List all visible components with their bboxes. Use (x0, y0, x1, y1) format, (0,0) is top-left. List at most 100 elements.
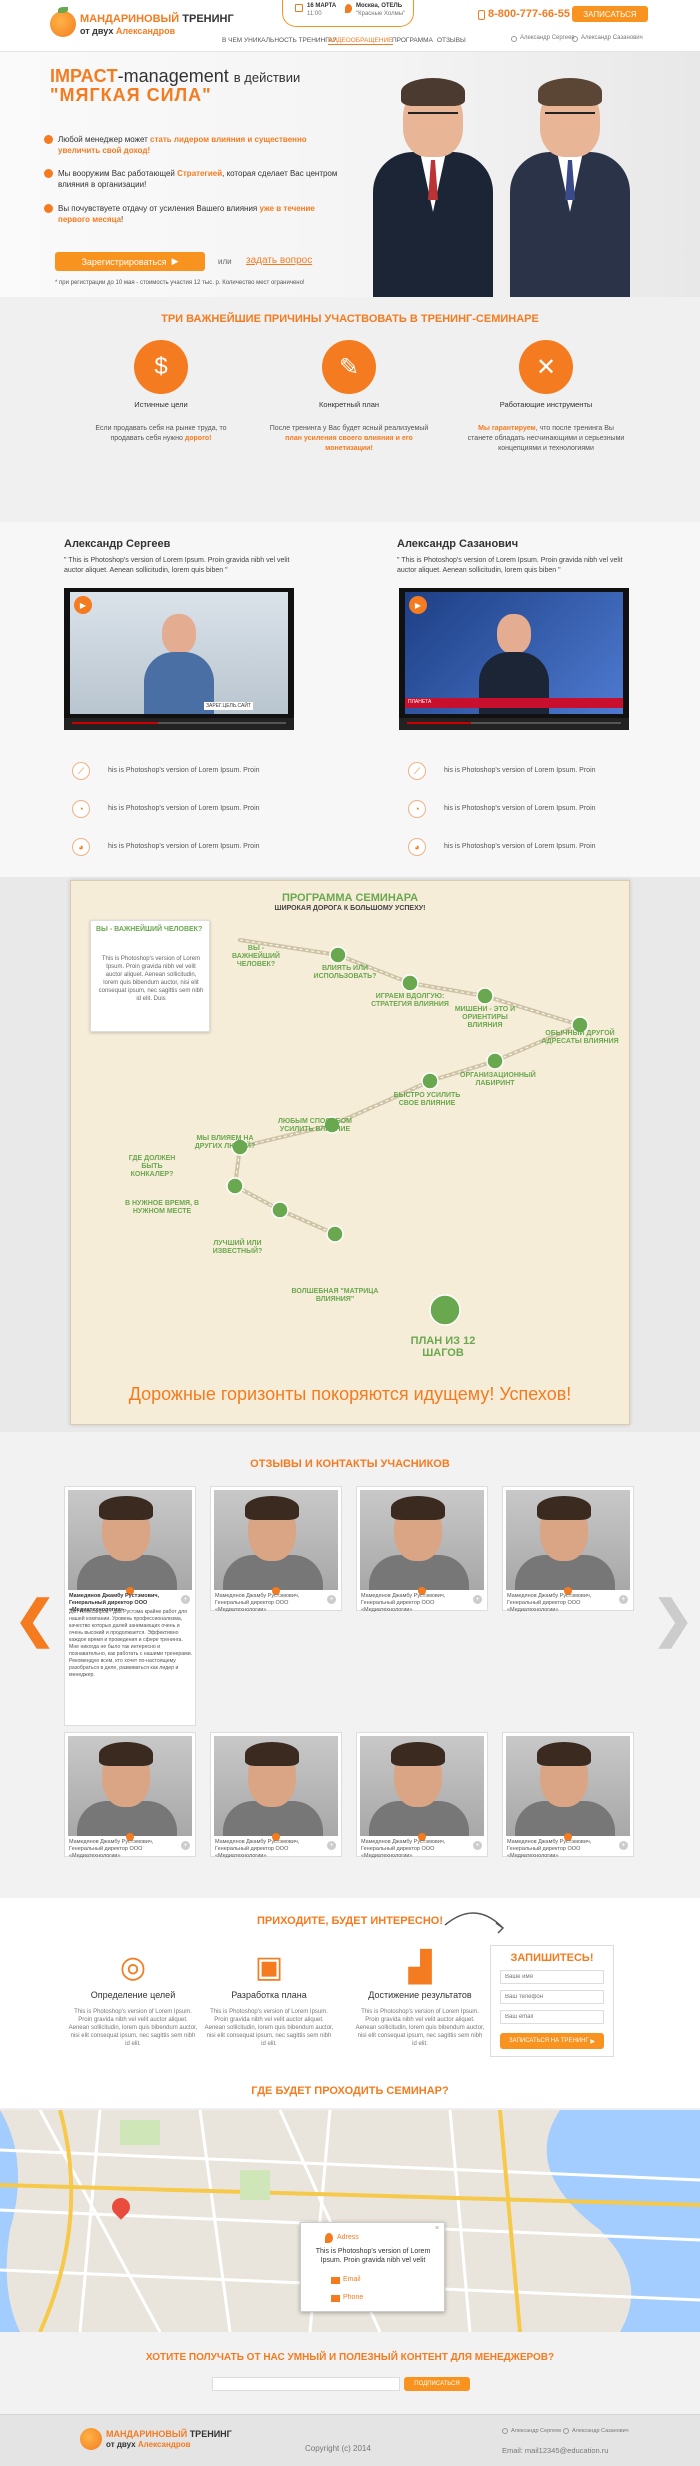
money-icon: $ (134, 340, 188, 394)
address-label: Adress (337, 2234, 359, 2241)
subscribe-email-input[interactable] (212, 2377, 400, 2391)
orange-dot-icon (126, 1833, 134, 1841)
nav-video[interactable]: ВИДЕООБРАЩЕНИЕ (328, 37, 393, 45)
nav-uniqueness[interactable]: В ЧЕМ УНИКАЛЬНОСТЬ ТРЕНИНГА? (222, 37, 337, 44)
leaf-icon (58, 7, 68, 13)
plus-icon[interactable]: + (473, 1595, 482, 1604)
program-step-1[interactable]: ВЫ - ВАЖНЕЙШИЙ ЧЕЛОВЕК? (232, 945, 280, 968)
program-step-3[interactable]: ИГРАЕМ ВДОЛГУЮ: СТРАТЕГИЯ ВЛИЯНИЯ (371, 993, 449, 1008)
review-card[interactable]: Мамедянов Джамбу Рустэмович,Генеральный … (64, 1486, 196, 1726)
program-step-13[interactable]: ВОЛШЕБНАЯ "МАТРИЦА ВЛИЯНИЯ" (291, 1288, 379, 1303)
header-speaker1[interactable]: Александр Сергеев (520, 35, 575, 41)
header-speaker2[interactable]: Александр Сазанович (581, 35, 643, 41)
email-input[interactable] (500, 2010, 604, 2024)
event-info-box: 16 МАРТА 11:00 Москва, ОТЕЛЬ "Красные Хо… (282, 0, 414, 27)
program-slogan: Дорожные горизонты покоряются идущему! У… (128, 1384, 572, 1404)
register-button[interactable]: Зарегистрироваться ▶ (55, 252, 205, 271)
subscribe-button[interactable]: подписаться (404, 2377, 470, 2391)
program-step-11[interactable]: В НУЖНОЕ ВРЕМЯ, В НУЖНОМ МЕСТЕ (124, 1200, 200, 1215)
orange-dot-icon (564, 1833, 572, 1841)
hero-title-accent: "МЯГКАЯ СИЛА" (50, 85, 212, 105)
milestone-icon (326, 1225, 344, 1243)
program-step-2[interactable]: ВЛИЯТЬ ИЛИ ИСПОЛЬЗОВАТЬ? (313, 965, 377, 980)
video2-quote: " This is Photoshop's version of Lorem I… (397, 557, 623, 574)
video2-progress[interactable] (407, 722, 621, 724)
signup-button[interactable]: ЗАПИСАТЬСЯ (572, 6, 648, 22)
program-step-7[interactable]: БЫСТРО УСИЛИТЬ СВОЕ ВЛИЯНИЕ (393, 1092, 461, 1107)
pen-icon: ✎ (322, 340, 376, 394)
footer-logo-title: МАНДАРИНОВЫЙ ТРЕНИНГ (106, 2429, 232, 2439)
chevron-right-icon[interactable]: ❯ (652, 1591, 694, 1647)
review-card[interactable]: Мамедянов Джамбу Рустэмович,Генеральный … (210, 1486, 342, 1613)
footer-speaker1[interactable]: Александр Сергеев (511, 2428, 562, 2434)
video1-caption: ЗАРЕГ.ЦЕЛЬ.САЙТ (204, 702, 253, 710)
benefit-title-3: Достижение результатов (368, 1990, 472, 2000)
video1-stat-1: ⟋his is Photoshop's version of Lorem Ips… (72, 762, 312, 782)
video-player-1[interactable]: ▶ ЗАРЕГ.ЦЕЛЬ.САЙТ (64, 588, 294, 730)
program-step-4[interactable]: МИШЕНИ - ЭТО И ОРИЕНТИРЫ ВЛИЯНИЯ (454, 1006, 516, 1029)
reviewer-name: Мамедянов Джамбу Рустэмович,Генеральный … (215, 1593, 300, 1613)
phone-input[interactable] (500, 1990, 604, 2004)
program-step-5[interactable]: ОБЫЧНЫЙ ДРУГОЙ АДРЕСАТЫ ВЛИЯНИЯ (541, 1030, 619, 1045)
review-card[interactable]: Мамедянов Джамбу Рустэмович,Генеральный … (356, 1486, 488, 1613)
plus-icon[interactable]: + (327, 1841, 336, 1850)
milestone-icon (323, 1116, 341, 1134)
close-icon[interactable]: × (435, 2225, 440, 2232)
review-card[interactable]: Мамедянов Джамбу Рустэмович,Генеральный … (356, 1732, 488, 1859)
reason-text-1: Если продавать себя на рынке труда, то п… (95, 425, 227, 442)
subscribe-title: ХОТИТЕ ПОЛУЧАТЬ ОТ НАС УМНЫЙ И ПОЛЕЗНЫЙ … (145, 2352, 555, 2363)
program-title: ПРОГРАММА СЕМИНАРА (281, 892, 419, 904)
program-step-12[interactable]: ЛУЧШИЙ ИЛИ ИЗВЕСТНЫЙ? (212, 1240, 263, 1255)
video-player-2[interactable]: ▶ ПЛАНЕТА (399, 588, 629, 730)
play-icon[interactable]: ▶ (74, 596, 92, 614)
copyright: Copyright (c) 2014 (305, 2444, 371, 2453)
pie-chart-icon: ◔ (72, 800, 90, 818)
logo-subtitle: от двух Александров (80, 26, 176, 36)
plus-icon[interactable]: + (619, 1841, 628, 1850)
orange-dot-icon (126, 1587, 134, 1595)
video1-progress[interactable] (72, 722, 286, 724)
program-step-10[interactable]: ГДЕ ДОЛЖЕН БЫТЬ КОНКАЛЕР? (128, 1155, 176, 1178)
review-card[interactable]: Мамедянов Джамбу Рустэмович,Генеральный … (210, 1732, 342, 1859)
play-icon[interactable]: ▶ (409, 596, 427, 614)
program-step-6[interactable]: ОРГАНИЗАЦИОННЫЙ ЛАБИРИНТ (460, 1072, 536, 1087)
footer-email[interactable]: Email: mail12345@education.ru (502, 2446, 609, 2455)
phone-label: Phone (343, 2294, 364, 2301)
plus-icon[interactable]: + (473, 1841, 482, 1850)
location-pin-icon (345, 4, 352, 13)
plus-icon[interactable]: + (181, 1595, 190, 1604)
ask-question-link[interactable]: задать вопрос (246, 255, 313, 266)
plus-icon[interactable]: + (181, 1841, 190, 1850)
reviews-title: ОТЗЫВЫ И КОНТАКТЫ УЧАСНИКОВ (250, 1458, 450, 1470)
footer-logo[interactable]: МАНДАРИНОВЫЙ ТРЕНИНГ от двух Александров (80, 2424, 232, 2456)
plus-icon[interactable]: + (619, 1595, 628, 1604)
logo[interactable]: МАНДАРИНОВЫЙ ТРЕНИНГ от двух Александров (50, 5, 234, 45)
milestone-icon (486, 1052, 504, 1070)
nav-reviews[interactable]: ОТЗЫВЫ (437, 37, 466, 44)
reason-label-3: Работающие инструменты (499, 400, 593, 409)
orange-dot-icon (272, 1587, 280, 1595)
header-phone[interactable]: 8-800-777-66-55 (488, 8, 570, 20)
tools-icon: ✕ (519, 340, 573, 394)
reviewer-name: Мамедянов Джамбу Рустэмович,Генеральный … (361, 1839, 446, 1859)
form-submit-button[interactable]: записаться на тренинг ▶ (500, 2033, 604, 2049)
milestone-icon (476, 987, 494, 1005)
reviewer-name: Мамедянов Джамбу Рустэмович,Генеральный … (507, 1593, 592, 1613)
reason-text-3: Мы гарантируем, что после тренинга Вы ст… (467, 425, 625, 452)
event-place: Москва, ОТЕЛЬ (356, 3, 403, 9)
program-subtitle: ШИРОКАЯ ДОРОГА К БОЛЬШОМУ УСПЕХУ! (274, 905, 426, 912)
review-card[interactable]: Мамедянов Джамбу Рустэмович,Генеральный … (64, 1732, 196, 1859)
reviewer-name: Мамедянов Джамбу Рустэмович,Генеральный … (507, 1839, 592, 1859)
review-card[interactable]: Мамедянов Джамбу Рустэмович,Генеральный … (502, 1486, 634, 1613)
review-card[interactable]: Мамедянов Джамбу Рустэмович,Генеральный … (502, 1732, 634, 1859)
reviewer-name: Мамедянов Джамбу Рустэмович,Генеральный … (69, 1593, 160, 1613)
program-step-8[interactable]: ЛЮБЫМ СПОСОБОМ УСИЛИТЬ ВЛИЯНИЕ (278, 1118, 352, 1133)
name-input[interactable] (500, 1970, 604, 1984)
nav-program[interactable]: ПРОГРАММА (392, 37, 433, 44)
hero-point-1: Любой менеджер может стать лидером влиян… (44, 134, 340, 156)
plus-icon[interactable]: + (327, 1595, 336, 1604)
footer-speaker2[interactable]: Александр Сазанович (572, 2428, 629, 2434)
chevron-left-icon[interactable]: ❮ (14, 1591, 56, 1647)
program-step-9[interactable]: МЫ ВЛИЯЕМ НА ДРУГИХ ЛЮДЕЙ? (194, 1135, 256, 1150)
benefits-title: ПРИХОДИТЕ, БУДЕТ ИНТЕРЕСНО! (256, 1915, 444, 1927)
